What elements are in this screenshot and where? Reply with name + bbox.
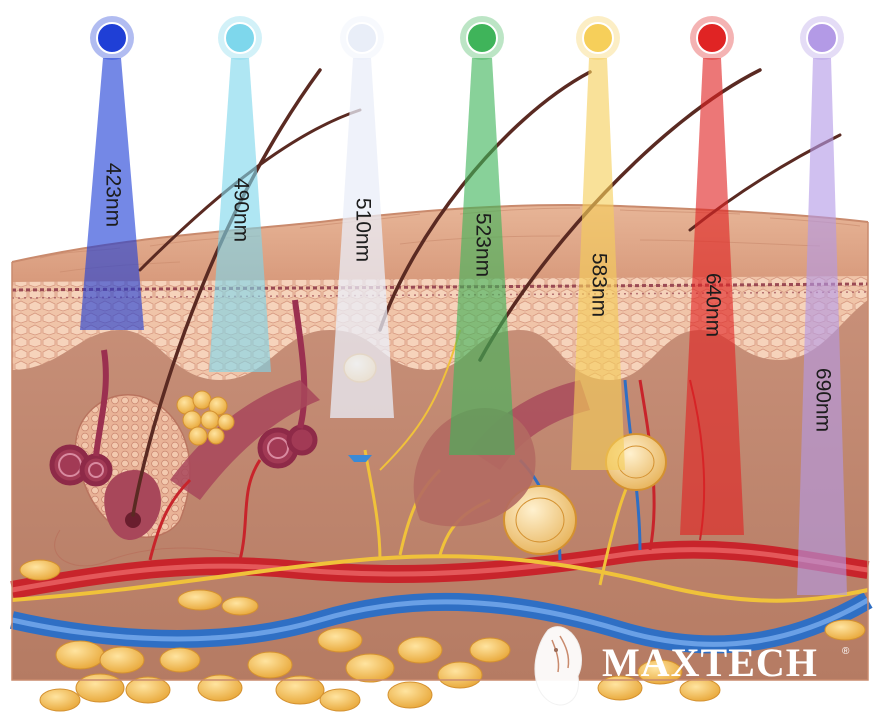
registered-mark: ® [842, 646, 850, 657]
light-source-dot [467, 23, 497, 53]
wavelength-label: 423nm [101, 163, 124, 227]
light-source-dot [807, 23, 837, 53]
wavelength-label: 690nm [811, 368, 834, 432]
light-source-dot [347, 23, 377, 53]
light-source-dot [697, 23, 727, 53]
light-source-dot [583, 23, 613, 53]
wavelength-label: 523nm [471, 213, 494, 277]
wavelength-label: 583nm [587, 253, 610, 317]
light-source-dot [97, 23, 127, 53]
wavelength-label: 640nm [701, 273, 724, 337]
brand-name: MAXTECH [602, 640, 818, 685]
wavelength-label: 510nm [351, 198, 374, 262]
light-source-dot [225, 23, 255, 53]
wavelength-label: 490nm [229, 178, 252, 242]
